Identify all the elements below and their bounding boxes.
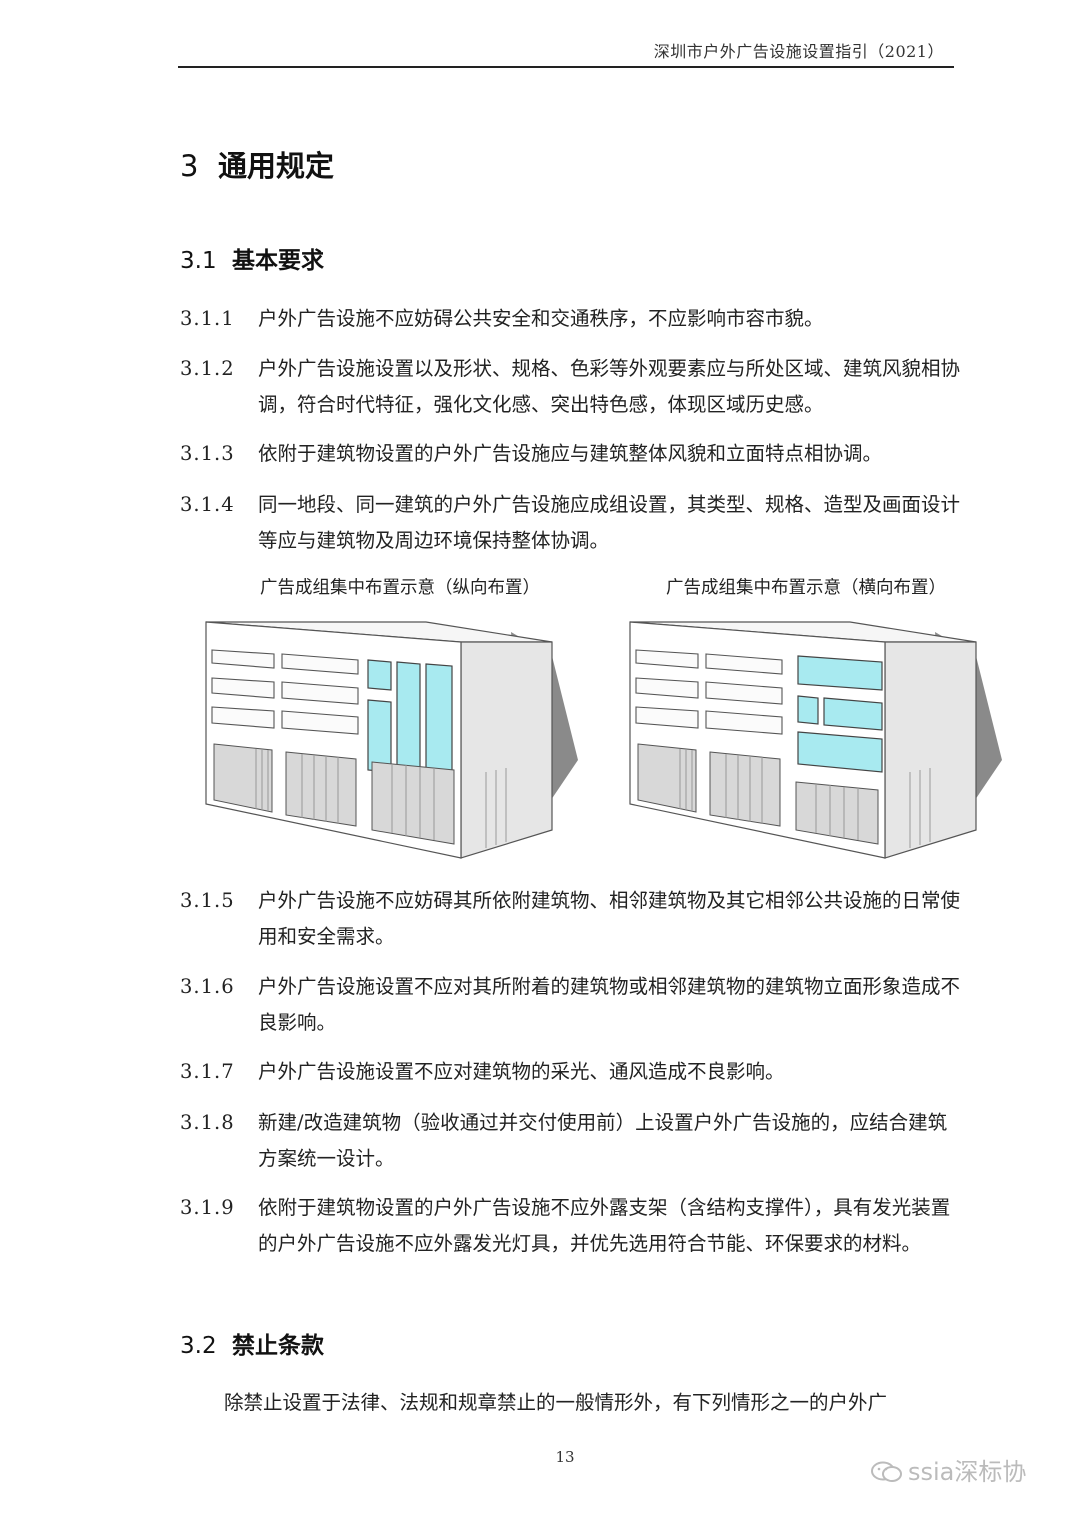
ad-panels	[797, 655, 883, 773]
clause-text: 户外广告设施设置不应对建筑物的采光、通风造成不良影响。	[258, 1060, 785, 1083]
window-bands	[635, 649, 783, 735]
watermark: ssia深标协	[870, 1452, 1026, 1487]
ad-panel-middle-wide	[823, 697, 883, 731]
clause-text: 户外广告设施不应妨碍公共安全和交通秩序，不应影响市容市貌。	[258, 307, 824, 330]
ad-panel-tall-right-a	[396, 661, 421, 776]
subsection-number: 3.2	[180, 1333, 217, 1359]
clause-3-1-2: 3.1.2 户外广告设施设置以及形状、规格、色彩等外观要素应与所处区域、建筑风貌…	[180, 351, 960, 423]
window-bands	[211, 649, 359, 735]
building-illustration-horizontal	[629, 621, 1002, 859]
clause-text: 户外广告设施设置以及形状、规格、色彩等外观要素应与所处区域、建筑风貌相协调，符合…	[258, 357, 961, 416]
intro-paragraph: 除禁止设置于法律、法规和规章禁止的一般情形外，有下列情形之一的户外广	[224, 1391, 888, 1414]
clause-number: 3.1.6	[180, 975, 235, 998]
subsection-title: 基本要求	[232, 248, 324, 274]
ad-panel-middle-small	[797, 695, 819, 725]
clause-text: 户外广告设施不应妨碍其所依附建筑物、相邻建筑物及其它相邻公共设施的日常使用和安全…	[258, 889, 961, 948]
shutter-lines	[255, 749, 507, 848]
ad-panel-bottom-wide	[797, 731, 883, 773]
clause-3-1-5: 3.1.5 户外广告设施不应妨碍其所依附建筑物、相邻建筑物及其它相邻公共设施的日…	[180, 883, 960, 955]
clause-number: 3.1.7	[180, 1060, 235, 1083]
section-number: 3	[180, 149, 199, 183]
clause-3-1-8: 3.1.8 新建/改造建筑物（验收通过并交付使用前）上设置户外广告设施的，应结合…	[180, 1105, 960, 1177]
clause-3-1-1: 3.1.1 户外广告设施不应妨碍公共安全和交通秩序，不应影响市容市貌。	[180, 301, 960, 337]
figure-caption-vertical: 广告成组集中布置示意（纵向布置）	[260, 578, 540, 598]
clause-number: 3.1.4	[180, 493, 235, 516]
page-number: 13	[555, 1448, 575, 1466]
clause-text: 依附于建筑物设置的户外广告设施应与建筑整体风貌和立面特点相协调。	[258, 442, 883, 465]
subsection-heading-prohibited: 3.2 禁止条款	[180, 1326, 324, 1360]
shutter-lines	[679, 749, 931, 848]
subsection-title: 禁止条款	[232, 1333, 324, 1359]
section-heading: 3 通用规定	[180, 143, 334, 185]
ad-panel-top-wide	[797, 655, 883, 691]
section-title: 通用规定	[218, 149, 335, 183]
clause-number: 3.1.9	[180, 1196, 235, 1219]
clause-number: 3.1.3	[180, 442, 235, 465]
ad-panel-top-left	[367, 659, 392, 691]
building-illustration-vertical	[205, 621, 578, 859]
figure-caption-horizontal: 广告成组集中布置示意（横向布置）	[666, 578, 946, 598]
clause-number: 3.1.8	[180, 1111, 235, 1134]
clause-3-1-7: 3.1.7 户外广告设施设置不应对建筑物的采光、通风造成不良影响。	[180, 1054, 960, 1090]
page-header: 深圳市户外广告设施设置指引（2021）	[178, 34, 954, 68]
clause-3-1-4: 3.1.4 同一地段、同一建筑的户外广告设施应成组设置，其类型、规格、造型及画面…	[180, 487, 960, 559]
subsection-heading-basic: 3.1 基本要求	[180, 241, 324, 275]
clause-number: 3.1.5	[180, 889, 235, 912]
clause-text: 同一地段、同一建筑的户外广告设施应成组设置，其类型、规格、造型及画面设计等应与建…	[258, 493, 961, 552]
clause-3-1-6: 3.1.6 户外广告设施设置不应对其所附着的建筑物或相邻建筑物的建筑物立面形象造…	[180, 969, 960, 1041]
wechat-icon	[871, 1461, 902, 1482]
clause-3-1-9: 3.1.9 依附于建筑物设置的户外广告设施不应外露支架（含结构支撑件），具有发光…	[180, 1190, 960, 1262]
clause-number: 3.1.1	[180, 307, 235, 330]
clause-text: 户外广告设施设置不应对其所附着的建筑物或相邻建筑物的建筑物立面形象造成不良影响。	[258, 975, 961, 1034]
document-title: 深圳市户外广告设施设置指引（2021）	[653, 42, 944, 61]
subsection-number: 3.1	[180, 248, 217, 274]
watermark-text: ssia深标协	[908, 1458, 1027, 1486]
clause-text: 依附于建筑物设置的户外广告设施不应外露支架（含结构支撑件），具有发光装置的户外广…	[258, 1196, 951, 1255]
ad-panel-tall-middle	[367, 699, 392, 773]
ad-panels	[367, 659, 453, 779]
clause-number: 3.1.2	[180, 357, 235, 380]
clause-3-1-3: 3.1.3 依附于建筑物设置的户外广告设施应与建筑整体风貌和立面特点相协调。	[180, 436, 960, 472]
ad-panel-tall-right-b	[425, 663, 453, 779]
clause-text: 新建/改造建筑物（验收通过并交付使用前）上设置户外广告设施的，应结合建筑方案统一…	[258, 1111, 948, 1170]
